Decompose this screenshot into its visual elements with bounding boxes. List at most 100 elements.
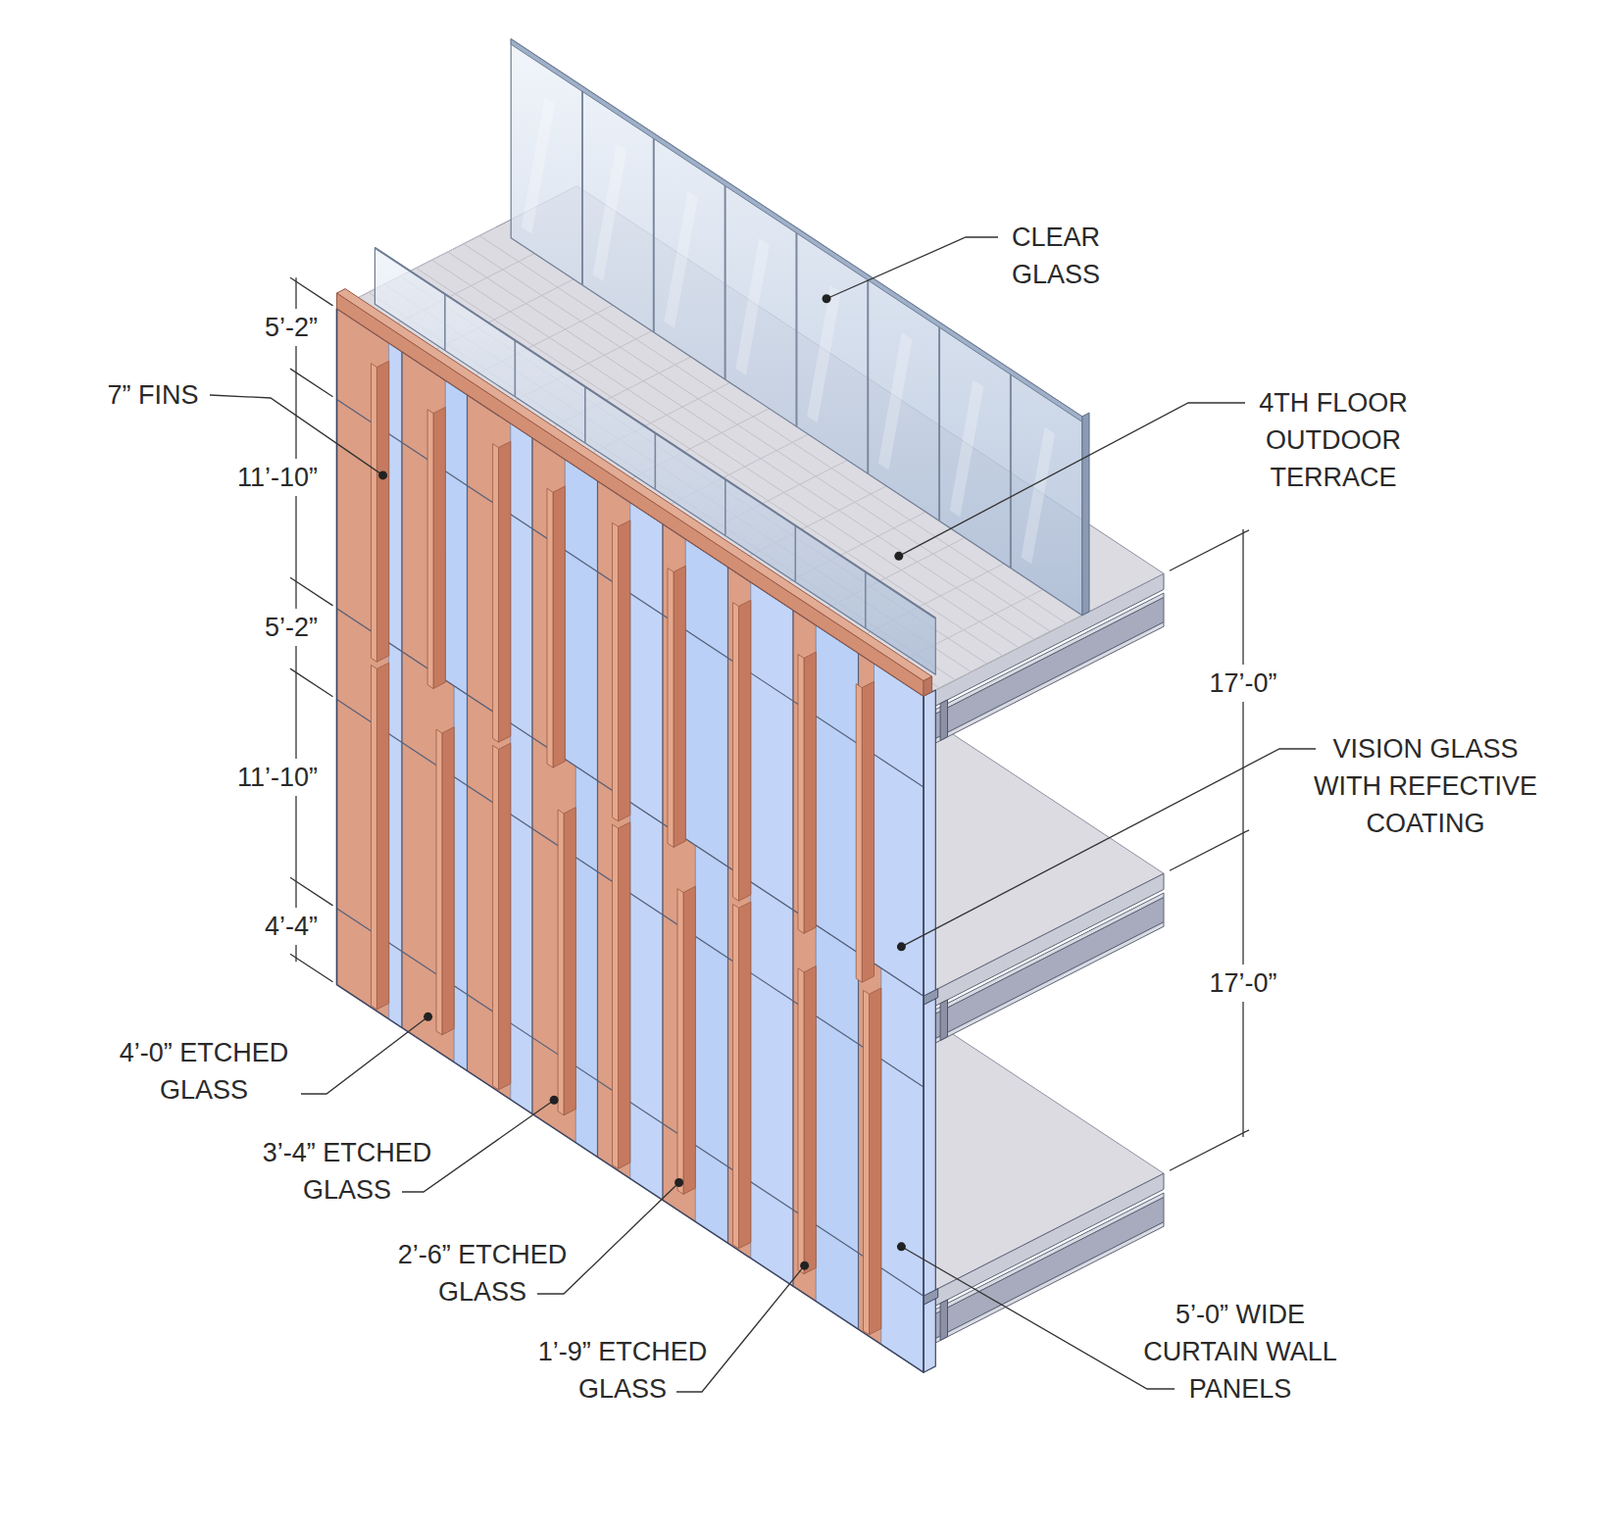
parapet-cap-end (923, 676, 933, 697)
vision-glass-panel (510, 423, 533, 739)
beam-web (930, 898, 1164, 1043)
glass-wall-frame (510, 39, 1082, 423)
glass-reflection (806, 285, 842, 423)
etched-glass-panel (598, 781, 631, 1180)
extension-line (1169, 530, 1250, 571)
extension-line (290, 277, 334, 306)
etched-glass-panel (793, 909, 816, 1301)
fin (376, 662, 389, 1010)
mullion-anchor (923, 989, 939, 1005)
callout-label: 4’-0” ETCHED GLASS (91, 1034, 317, 1109)
fin (739, 901, 751, 1250)
vision-glass-panel (874, 663, 925, 997)
beam-flange (930, 1193, 1164, 1317)
steel-profile (940, 1300, 948, 1342)
vision-glass-panel (815, 625, 858, 954)
callout-label: 3’-4” ETCHED GLASS (234, 1134, 460, 1209)
vision-glass-panel (445, 380, 467, 696)
leader-line (826, 237, 999, 300)
leader-line (300, 1016, 429, 1095)
glass-mullion (938, 322, 941, 522)
vision-glass-panel (564, 459, 598, 782)
callout-label: 5’-0” WIDE CURTAIN WALL PANELS (1122, 1296, 1358, 1408)
fin-edge (863, 990, 870, 1335)
fin (442, 727, 454, 1036)
leader-dot (822, 294, 832, 303)
beam-web (930, 1198, 1164, 1343)
dimension-label: 17’-0” (1204, 964, 1281, 1002)
vertical-mullion (531, 438, 533, 1115)
glass-reflection (950, 380, 985, 518)
leader-line (900, 1247, 1175, 1390)
vision-glass-panel (389, 643, 402, 1029)
dimension-line (1242, 529, 1244, 1138)
facade-outline (337, 308, 925, 1374)
steel-profile (940, 1000, 948, 1042)
railing-mullion (584, 386, 587, 444)
extension-line (290, 953, 334, 983)
glass-mullion (1009, 369, 1012, 569)
vertical-mullion (400, 351, 402, 1029)
leader-dot (423, 1012, 433, 1022)
fin-edge (677, 889, 684, 1196)
leader-dot (897, 1242, 906, 1251)
fin-edge (371, 363, 378, 663)
etched-glass-panel (532, 738, 576, 1144)
vision-glass-panel (453, 686, 467, 1072)
dimension-label: 5’-2” (260, 608, 322, 647)
fin-edge (557, 809, 564, 1116)
glass-reflection (663, 191, 699, 329)
leader-dot (897, 942, 906, 951)
leader-dot (800, 1261, 809, 1271)
fin-edge (547, 488, 553, 768)
callout-label: CLEAR GLASS (992, 218, 1120, 294)
etched-glass-panel (401, 651, 454, 1063)
glass-reflection (735, 238, 770, 376)
glass-mullion (652, 133, 655, 333)
railing-mullion (724, 479, 727, 537)
extension-line (290, 668, 334, 698)
glass-reflection (593, 144, 628, 282)
beam-flange (930, 893, 1164, 1017)
dimension-label: 4’-4” (260, 907, 322, 946)
fin-edge (855, 684, 862, 984)
extension-line (1169, 1130, 1250, 1171)
extension-line (1169, 830, 1250, 871)
vision-glass-panel (510, 723, 533, 1115)
parapet-cap-top (337, 289, 933, 682)
fin (499, 743, 511, 1091)
fin (683, 886, 696, 1195)
vertical-mullion (661, 523, 663, 1200)
glass-mullion (581, 86, 584, 286)
railing-mullion (514, 340, 517, 398)
vision-glass-panel (815, 925, 858, 1330)
vision-glass-panel (750, 882, 794, 1288)
fin-edge (798, 654, 804, 935)
fin-edge (493, 444, 500, 744)
vertical-mullion (727, 566, 729, 1244)
fin (803, 651, 816, 934)
dimension-label: 11’-10” (233, 458, 322, 497)
glass-reflection (1021, 427, 1056, 565)
vision-glass-panel (750, 582, 794, 911)
leader-line (676, 1265, 805, 1393)
leader-dot (378, 470, 388, 480)
steel-profile (940, 700, 948, 742)
curtain-wall-edge (923, 690, 936, 1373)
callout-label: 4TH FLOOR OUTDOOR TERRACE (1235, 384, 1432, 497)
glass-mullion (866, 274, 869, 474)
fin-edge (798, 968, 804, 1275)
fin-edge (493, 746, 500, 1091)
vision-glass-panel (695, 845, 728, 1244)
fin (739, 600, 751, 901)
fin (433, 406, 446, 689)
vision-glass-panel (881, 968, 924, 1374)
fin-edge (612, 824, 619, 1169)
extension-line (290, 577, 334, 606)
glass-mullion (795, 227, 798, 427)
fin-edge (733, 602, 740, 902)
callout-label: VISION GLASS WITH REFECTIVE COATING (1302, 730, 1549, 843)
vertical-mullion (597, 480, 599, 1157)
callout-label: 7” FINS (106, 376, 199, 414)
